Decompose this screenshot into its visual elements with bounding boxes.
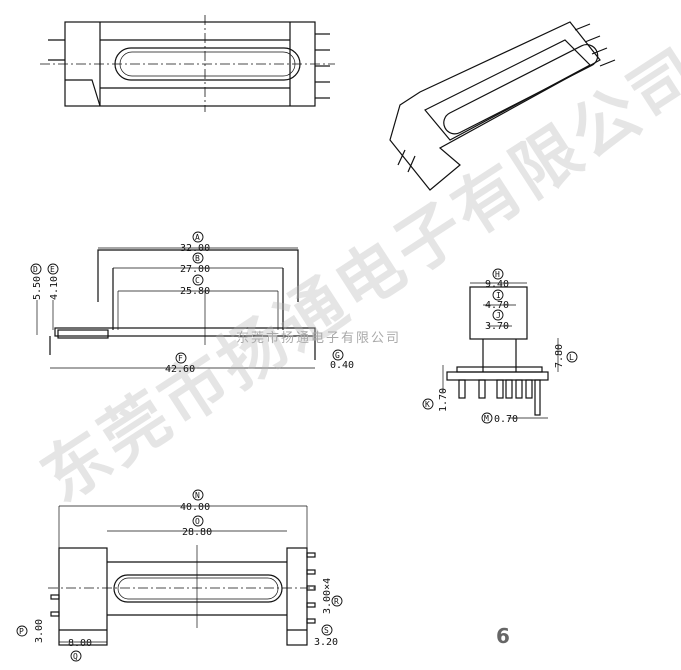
dim-D: D 5.50: [30, 263, 43, 300]
dim-M-value: 0.70: [494, 414, 518, 425]
watermark-small: 东莞市扬通电子有限公司: [236, 331, 402, 346]
dim-J: J3.70: [485, 309, 509, 332]
dim-H-label: H: [495, 270, 500, 279]
dim-I-value: 4.70: [485, 300, 509, 311]
dim-J-label: J: [496, 311, 501, 320]
front-view: [442, 282, 559, 419]
dim-K: K 1.70: [422, 388, 449, 412]
dim-G-label: G: [335, 351, 340, 360]
dim-L: L 7.80: [554, 344, 578, 368]
dim-S-label: S: [324, 626, 329, 635]
dim-B-value: 27.00: [180, 264, 210, 275]
dim-G: G0.40: [330, 349, 354, 371]
dim-C: C25.80: [180, 274, 210, 297]
dim-R-value: 3.00×4: [322, 578, 333, 614]
dim-Q-label: Q: [73, 652, 78, 661]
dim-O-value: 28.80: [182, 527, 212, 538]
dim-A-value: 32.00: [180, 243, 210, 254]
dim-P: P 3.00: [16, 619, 45, 643]
dim-K-value: 1.70: [438, 388, 449, 412]
dim-K-label: K: [425, 400, 430, 409]
dim-H-value: 9.40: [485, 279, 509, 290]
dim-F-value: 42.60: [165, 364, 195, 375]
dim-C-label: C: [195, 276, 200, 285]
dim-R: R3.00×4: [322, 578, 343, 614]
bottom-view: [48, 505, 318, 646]
dim-R-label: R: [334, 597, 339, 606]
dim-F-label: F: [178, 354, 183, 363]
dim-S-value: 3.20: [314, 637, 338, 648]
dim-N-value: 40.00: [180, 502, 210, 513]
dim-B-label: B: [195, 254, 200, 263]
dim-G-value: 0.40: [330, 360, 354, 371]
dim-L-value: 7.80: [554, 344, 565, 368]
dim-P-label: P: [19, 627, 24, 636]
dim-J-value: 3.70: [485, 321, 509, 332]
dim-A-label: A: [195, 233, 200, 242]
dim-Q-value: 8.00: [68, 638, 92, 649]
dim-D-label: D: [33, 265, 38, 274]
dim-E: E 4.10: [47, 263, 60, 300]
page-number: 6: [496, 624, 510, 648]
dim-A: A32.00: [180, 231, 210, 254]
dim-O-label: O: [195, 517, 200, 526]
dim-M-label: M: [484, 414, 489, 423]
dim-D-value: 5.50: [32, 276, 43, 300]
dim-C-value: 25.80: [180, 286, 210, 297]
dim-S: S 3.20: [314, 624, 338, 648]
dim-E-label: E: [50, 265, 55, 274]
dim-O: O28.80: [182, 515, 212, 538]
iso-view-top: [389, 21, 616, 191]
dim-I-label: I: [496, 291, 501, 300]
dim-Q: Q 8.00: [68, 638, 92, 662]
dim-I: I4.70: [485, 289, 509, 311]
dim-M: M 0.70: [481, 412, 518, 425]
top-view: [40, 15, 335, 112]
dim-B: B27.00: [180, 252, 210, 275]
dim-N: N 40.00: [180, 489, 210, 513]
dim-F: F42.60: [165, 352, 195, 375]
dim-L-label: L: [569, 353, 574, 362]
side-view: [36, 247, 316, 369]
dim-E-value: 4.10: [49, 276, 60, 300]
dim-H: H9.40: [485, 268, 509, 290]
dim-N-label: N: [195, 491, 200, 500]
dim-P-value: 3.00: [34, 619, 45, 643]
